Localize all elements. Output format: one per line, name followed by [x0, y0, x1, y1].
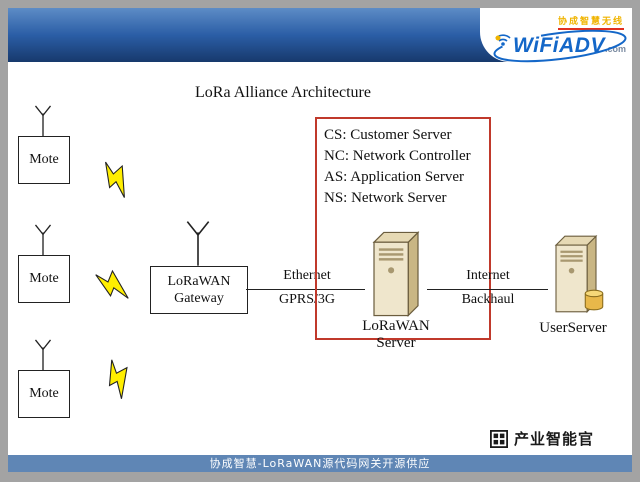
- brand-row: WiFiADV.com: [493, 29, 627, 63]
- brand-text: WiFiADV: [513, 34, 605, 57]
- user-server-icon: [554, 234, 598, 314]
- lightning-bolt-icon: [105, 161, 125, 198]
- logo-panel: 协成智慧无线 WiFiADV.com: [480, 8, 632, 63]
- legend-list: CS: Customer Server NC: Network Controll…: [324, 125, 489, 209]
- server-icon: [372, 230, 420, 318]
- internet-line: [427, 289, 548, 290]
- legend-line: NS: Network Server: [324, 190, 447, 206]
- logo-tagline: 协成智慧无线: [557, 14, 624, 30]
- watermark-qr-icon: [490, 429, 508, 448]
- watermark-text: 产业智能官: [514, 430, 595, 448]
- legend-line: NC: Network Controller: [324, 148, 471, 164]
- ethernet-label-bottom: GPRS/3G: [278, 292, 336, 307]
- architecture-legend-box: CS: Customer Server NC: Network Controll…: [315, 117, 491, 340]
- mote-label: Mote: [29, 152, 59, 167]
- header-bar: 协成智慧无线 WiFiADV.com: [8, 8, 632, 63]
- internet-label-bottom: Backhaul: [461, 292, 515, 307]
- legend-line: AS: Application Server: [324, 169, 464, 185]
- mote-box-1: Mote: [18, 136, 70, 184]
- lorawan-server-label: LoRaWAN Server: [341, 318, 451, 352]
- user-server-label: UserServer: [539, 320, 607, 336]
- ethernet-line: [246, 289, 365, 290]
- lorawan-server-label-line1: LoRaWAN: [362, 318, 430, 334]
- slide: 协成智慧无线 WiFiADV.com LoRa Alliance Archite…: [8, 8, 632, 472]
- lorawan-server-label-line2: Server: [376, 335, 416, 351]
- antenna-icon: [186, 221, 210, 266]
- antenna-icon: [34, 224, 52, 256]
- mote-box-2: Mote: [18, 255, 70, 303]
- mote-label: Mote: [29, 271, 59, 286]
- lightning-bolt-icon: [95, 269, 129, 299]
- gateway-box: LoRaWAN Gateway: [150, 266, 248, 314]
- internet-label-top: Internet: [466, 268, 510, 283]
- database-icon: [584, 289, 604, 311]
- brand-suffix: .com: [604, 44, 626, 54]
- mote-label: Mote: [29, 386, 59, 401]
- footer-banner: 协成智慧-LoRaWAN源代码网关开源供应: [8, 455, 632, 472]
- ethernet-label-top: Ethernet: [283, 268, 331, 283]
- lightning-bolt-icon: [108, 359, 128, 399]
- diagram-title: LoRa Alliance Architecture: [195, 84, 371, 101]
- wifi-icon: [495, 34, 511, 46]
- antenna-icon: [34, 105, 52, 137]
- gateway-label-line1: LoRaWAN: [167, 274, 231, 289]
- gateway-label-line2: Gateway: [174, 291, 224, 306]
- watermark: 产业智能官: [490, 428, 594, 449]
- antenna-icon: [34, 339, 52, 371]
- legend-line: CS: Customer Server: [324, 127, 452, 143]
- mote-box-3: Mote: [18, 370, 70, 418]
